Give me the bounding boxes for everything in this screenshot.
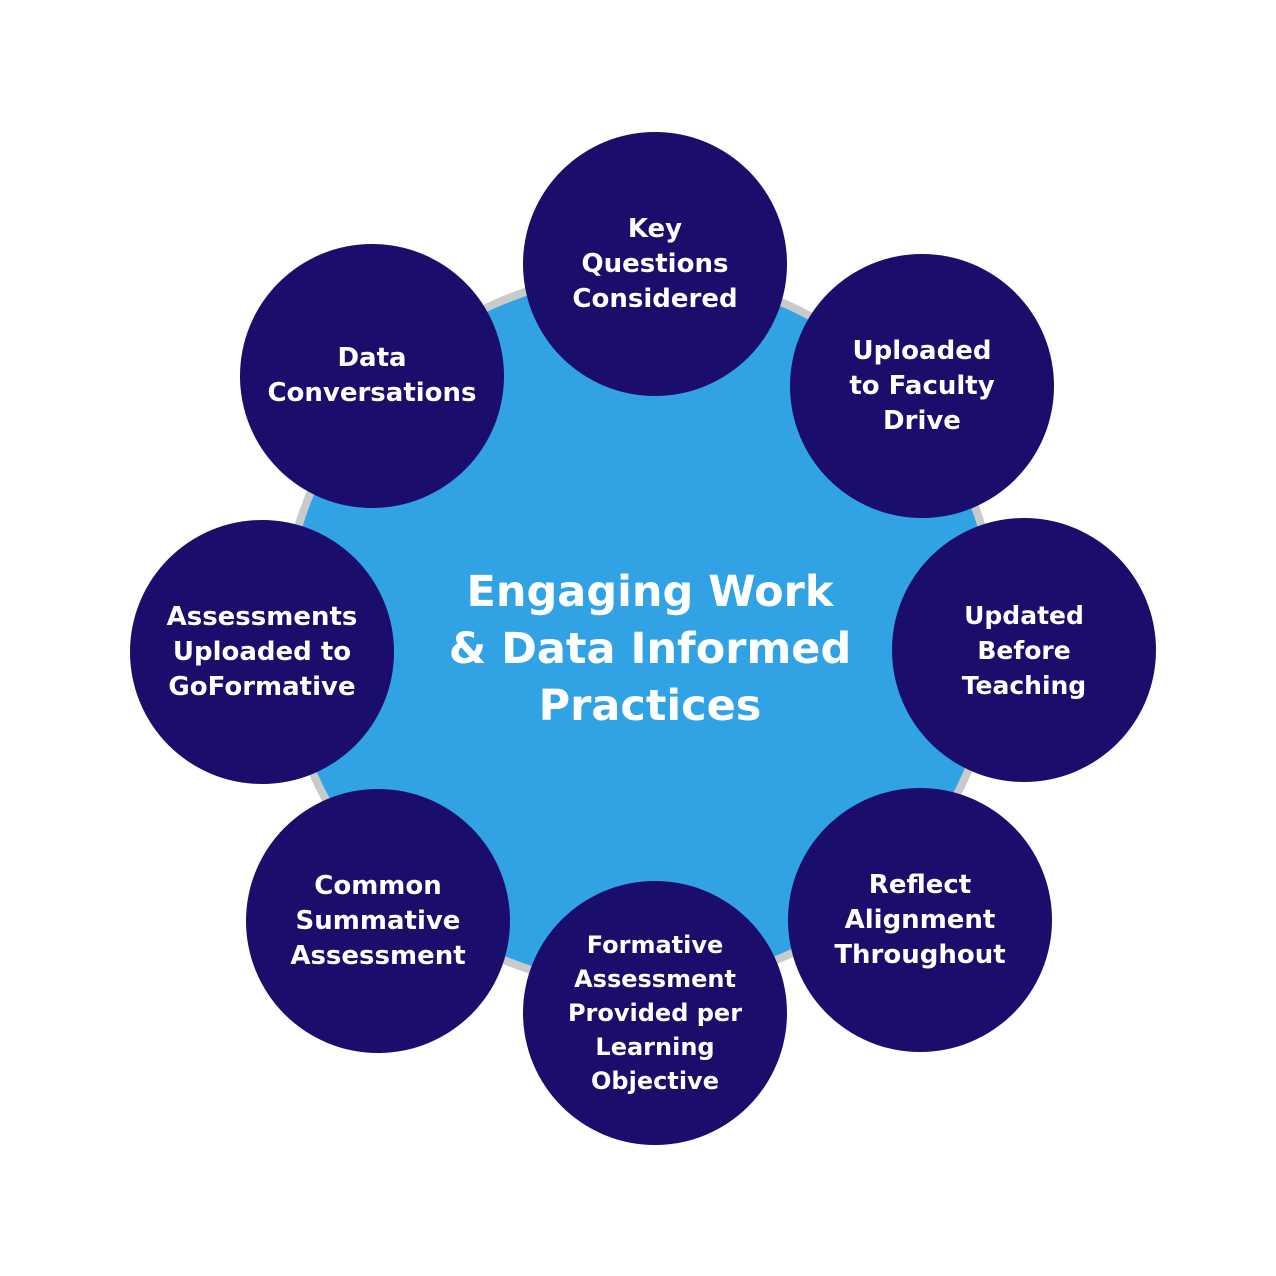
node-label-line: Uploaded to	[172, 636, 352, 667]
node-label-line: to Faculty	[849, 370, 995, 401]
center-title-line: & Data Informed	[448, 624, 852, 674]
node-label-line: Key	[627, 213, 683, 244]
node-label-line: Assessment	[290, 940, 466, 971]
center-title-line: Engaging Work	[466, 567, 834, 617]
node-label: Updated Before Teaching	[906, 598, 1142, 703]
node-label-line: Teaching	[961, 670, 1087, 700]
node-label-line: Data	[337, 343, 407, 373]
node-key-questions-considered[interactable]: Key Questions Considered	[523, 132, 787, 396]
node-label-line: Learning	[595, 1033, 715, 1061]
node-label-line: Questions	[581, 248, 729, 279]
node-label-line: Reflect	[868, 869, 972, 900]
node-label-line: Objective	[591, 1067, 719, 1095]
node-label-line: Throughout	[834, 939, 1006, 970]
node-label: Assessments Uploaded to GoFormative	[144, 600, 380, 705]
node-uploaded-to-faculty-drive[interactable]: Uploaded to Faculty Drive	[790, 254, 1054, 518]
node-label: Key Questions Considered	[537, 212, 773, 317]
node-label: Uploaded to Faculty Drive	[804, 334, 1040, 439]
node-label-line: Considered	[572, 283, 738, 314]
node-common-summative-assessment[interactable]: Common Summative Assessment	[246, 789, 510, 1053]
node-label-line: Provided per	[567, 999, 743, 1027]
node-label: Common Summative Assessment	[260, 869, 496, 974]
node-label-line: GoFormative	[168, 671, 356, 702]
node-label-line: Conversations	[267, 378, 477, 408]
node-label-line: Before	[977, 635, 1071, 665]
node-data-conversations[interactable]: Data Conversations	[240, 244, 504, 508]
node-label-line: Drive	[883, 405, 961, 436]
node-label-line: Updated	[964, 600, 1084, 630]
node-label: Formative Assessment Provided per Learni…	[537, 928, 773, 1098]
node-updated-before-teaching[interactable]: Updated Before Teaching	[892, 518, 1156, 782]
node-reflect-alignment-throughout[interactable]: Reflect Alignment Throughout	[788, 788, 1052, 1052]
node-label-line: Formative	[586, 931, 724, 959]
node-formative-assessment[interactable]: Formative Assessment Provided per Learni…	[523, 881, 787, 1145]
node-label: Data Conversations	[254, 341, 490, 411]
node-label-line: Common	[314, 870, 442, 901]
node-assessments-uploaded-to-goformative[interactable]: Assessments Uploaded to GoFormative	[130, 520, 394, 784]
node-label: Reflect Alignment Throughout	[802, 868, 1038, 973]
node-label-line: Uploaded	[852, 335, 992, 366]
node-label-line: Summative	[295, 905, 461, 936]
node-label-line: Alignment	[844, 904, 996, 935]
node-label-line: Assessments	[166, 601, 358, 632]
center-title: Engaging Work & Data Informed Practices	[400, 564, 900, 735]
center-title-line: Practices	[538, 681, 762, 731]
node-label-line: Assessment	[574, 965, 736, 993]
